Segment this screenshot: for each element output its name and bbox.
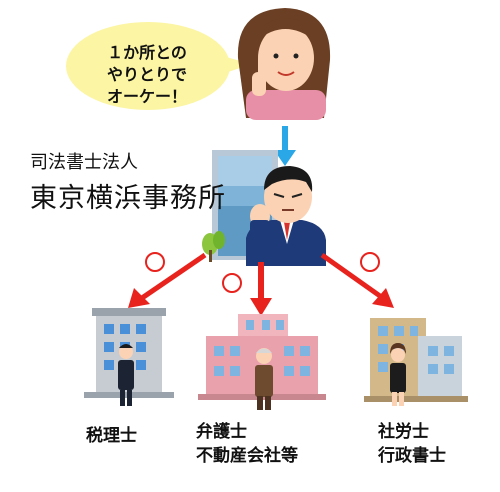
partner-label-line: 弁護士	[196, 422, 247, 442]
firm-representative-figure	[246, 166, 326, 266]
circle-mark-2	[222, 273, 242, 293]
partner-label-line: 税理士	[86, 426, 137, 446]
circle-mark-1	[145, 252, 165, 272]
tree-icon	[202, 231, 225, 262]
firm-name: 東京横浜事務所	[30, 183, 226, 214]
speech-bubble	[66, 22, 230, 110]
partner-label-tax-accountant: 税理士	[86, 424, 137, 448]
circle-mark-3	[360, 252, 380, 272]
partner-label-line: 行政書士	[378, 446, 446, 466]
bubble-line-3: オーケー！	[106, 87, 187, 106]
bubble-line-2: やりとりで	[106, 65, 187, 84]
lawyer-figure	[255, 348, 273, 410]
client-woman-figure	[237, 8, 331, 120]
arrow-to-labor-consultant	[320, 252, 394, 308]
partner-label-lawyer: 弁護士 不動産会社等	[196, 420, 298, 468]
labor-consultant-figure	[390, 343, 406, 406]
labor-office-building-icon	[364, 318, 468, 402]
partner-label-line: 不動産会社等	[196, 446, 298, 466]
tax-accountant-figure	[118, 344, 134, 406]
speech-bubble-tail	[222, 56, 252, 74]
firm-type-label: 司法書士法人	[30, 152, 138, 173]
down-arrow	[274, 126, 296, 166]
arrow-to-lawyer	[250, 262, 272, 316]
bubble-line-1: １か所との	[107, 43, 187, 62]
arrow-to-tax-accountant	[128, 252, 207, 308]
partner-label-line: 社労士	[378, 422, 429, 442]
speech-bubble-text: １か所との やりとりで オーケー！	[72, 42, 222, 108]
partner-label-labor-consultant: 社労士 行政書士	[378, 420, 446, 468]
